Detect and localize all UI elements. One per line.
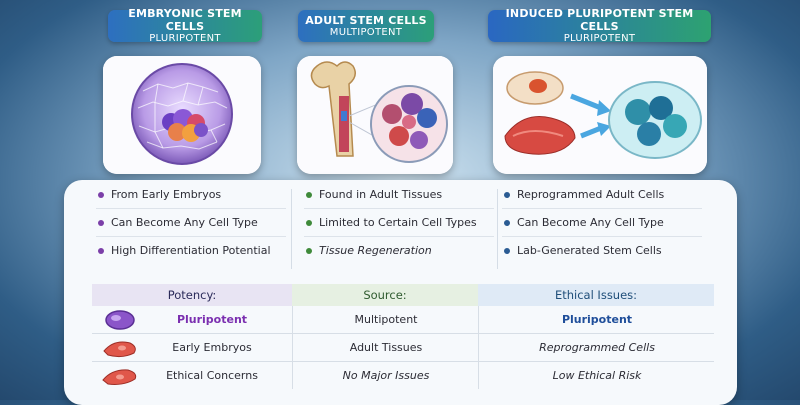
list-item: Limited to Certain Cell Types: [304, 210, 494, 237]
bullet-dot: [504, 192, 510, 198]
bullet-dot: [306, 192, 312, 198]
bullet-lists: From Early Embryos Can Become Any Cell T…: [64, 181, 737, 276]
source-header: Source:: [292, 284, 478, 306]
bullet-dot: [306, 248, 312, 254]
bullet-text: From Early Embryos: [111, 188, 222, 201]
table-row: Ethical Concerns No Major Issues Low Eth…: [92, 362, 714, 389]
table-row: Early Embryos Adult Tissues Reprogrammed…: [92, 334, 714, 362]
induced-header: INDUCED PLURIPOTENT STEM CELLS PLURIPOTE…: [488, 7, 711, 44]
potency-cell: Pluripotent: [176, 313, 248, 326]
ethical-cell: Pluripotent: [478, 306, 715, 333]
header-subtitle: PLURIPOTENT: [563, 33, 636, 44]
potency-header: Potency:: [92, 284, 292, 306]
table-row: Pluripotent Multipotent Pluripotent: [92, 306, 714, 334]
red-cell-icon: [103, 341, 136, 358]
bullet-text: Can Become Any Cell Type: [111, 216, 258, 229]
list-item: Reprogrammed Adult Cells: [502, 182, 702, 209]
list-item: Tissue Regeneration: [304, 238, 494, 264]
adult-bullets: Found in Adult Tissues Limited to Certai…: [304, 181, 494, 264]
bullet-dot: [98, 220, 104, 226]
header-subtitle: MULTIPOTENT: [329, 26, 403, 38]
bullet-text: Tissue Regeneration: [319, 244, 432, 257]
bullet-dot: [504, 220, 510, 226]
bullet-dot: [98, 248, 104, 254]
bullet-dot: [98, 192, 104, 198]
bullet-text: High Differentiation Potential: [111, 244, 271, 257]
column-divider: [291, 189, 292, 269]
list-item: Lab-Generated Stem Cells: [502, 238, 702, 264]
potency-cell: Ethical Concerns: [166, 369, 258, 382]
bullet-text: Lab-Generated Stem Cells: [517, 244, 662, 257]
header-subtitle: PLURIPOTENT: [149, 33, 221, 44]
bullet-text: Found in Adult Tissues: [319, 188, 443, 201]
ethical-cell: Reprogrammed Cells: [478, 334, 715, 361]
source-cell: Adult Tissues: [292, 334, 479, 361]
ethical-issues-header: Ethical Issues:: [478, 284, 714, 306]
comparison-table: Potency: Source: Ethical Issues: Pluripo…: [92, 284, 714, 389]
bullet-dot: [306, 220, 312, 226]
list-item: From Early Embryos: [96, 182, 286, 209]
embryonic-bullets: From Early Embryos Can Become Any Cell T…: [96, 181, 286, 264]
red-cell-icon: [102, 369, 137, 385]
embryo-illustration-card: [103, 56, 261, 174]
purple-cell-icon: [105, 310, 135, 330]
list-item: Can Become Any Cell Type: [502, 210, 702, 237]
header-title: ADULT STEM CELLS: [305, 13, 427, 27]
ethical-cell: Low Ethical Risk: [478, 362, 715, 389]
source-cell: No Major Issues: [292, 362, 479, 389]
potency-cell: Early Embryos: [172, 341, 252, 354]
ipsc-illustration: [493, 56, 707, 174]
column-divider: [497, 189, 498, 269]
ipsc-bullets: Reprogrammed Adult Cells Can Become Any …: [502, 181, 702, 264]
list-item: High Differentiation Potential: [96, 238, 286, 264]
list-item: Can Become Any Cell Type: [96, 210, 286, 237]
embryonic-header: EMBRYONIC STEM CELLS PLURIPOTENT: [108, 7, 262, 44]
bullet-dot: [504, 248, 510, 254]
bone-illustration-card: [297, 56, 453, 174]
bone-illustration: [297, 56, 453, 174]
adult-header: ADULT STEM CELLS MULTIPOTENT: [298, 10, 434, 42]
list-item: Found in Adult Tissues: [304, 182, 494, 209]
bullet-text: Limited to Certain Cell Types: [319, 216, 477, 229]
embryo-illustration: [103, 56, 261, 174]
header-title: EMBRYONIC STEM CELLS: [128, 7, 242, 33]
header-title: INDUCED PLURIPOTENT STEM CELLS: [505, 7, 694, 33]
table-header: Potency: Source: Ethical Issues:: [92, 284, 714, 306]
bullet-text: Reprogrammed Adult Cells: [517, 188, 665, 201]
source-cell: Multipotent: [292, 306, 479, 333]
bullet-text: Can Become Any Cell Type: [517, 216, 664, 229]
ipsc-illustration-card: [493, 56, 707, 174]
